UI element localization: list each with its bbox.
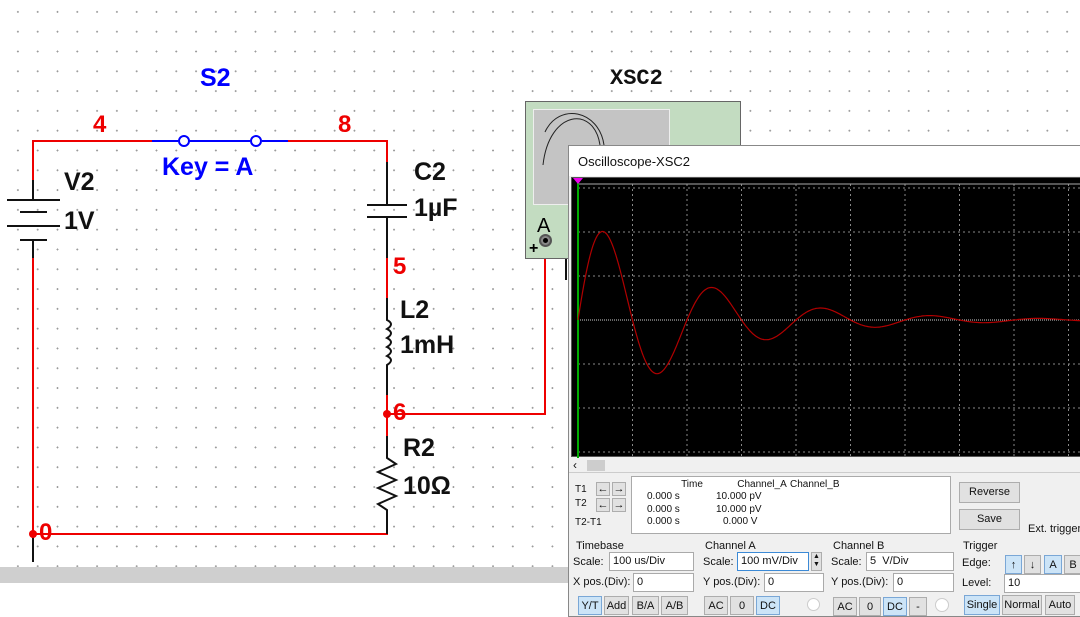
mode-add-button[interactable]: Add xyxy=(604,596,629,615)
channel-b-minus-button[interactable]: - xyxy=(909,597,927,616)
edge-rising-button[interactable]: ↑ xyxy=(1005,555,1022,574)
t2-left-button[interactable]: ← xyxy=(596,498,610,512)
node-8: 8 xyxy=(338,111,352,138)
channel-b-scale-input[interactable]: 5 V/Div xyxy=(866,552,954,571)
scope-symbol-curve xyxy=(542,113,605,166)
t2-time: 0.000 s xyxy=(647,504,680,515)
circuit-wires xyxy=(7,135,567,562)
channel-a-scale-input[interactable]: 100 mV/Div xyxy=(737,552,809,571)
scroll-thumb[interactable] xyxy=(587,460,605,471)
switch-name: S2 xyxy=(200,64,231,92)
probe-a-label: A xyxy=(537,215,551,237)
ext-trigger-label: Ext. trigger xyxy=(1028,523,1080,535)
channel-b-ac-button[interactable]: AC xyxy=(833,597,857,616)
channel-a-scale-spinner[interactable]: ▲▼ xyxy=(811,552,822,571)
capacitor-name: C2 xyxy=(414,158,446,186)
inductor-value: 1mH xyxy=(400,331,455,359)
t1-label: T1 xyxy=(575,484,587,495)
trigger-level-input[interactable]: 10 xyxy=(1004,574,1080,593)
t2-t1-time: 0.000 s xyxy=(647,516,680,527)
header-channel-a: Channel_A xyxy=(737,479,787,490)
switch-key: Key = A xyxy=(162,153,254,181)
source-value: 1V xyxy=(64,207,95,235)
t2-channel-a: 10.000 pV xyxy=(716,504,762,515)
node-5: 5 xyxy=(393,253,407,280)
resistor-value: 10Ω xyxy=(403,472,451,500)
timebase-title: Timebase xyxy=(576,540,624,552)
channel-b-color-indicator xyxy=(935,598,949,612)
channel-a-scale-label: Scale: xyxy=(703,556,734,568)
node-0: 0 xyxy=(39,519,53,546)
scope-grid-and-trace xyxy=(573,178,1080,458)
instrument-name: XSC2 xyxy=(610,66,663,91)
channel-a-dc-button[interactable]: DC xyxy=(756,596,780,615)
node-4: 4 xyxy=(93,111,107,138)
source-name: V2 xyxy=(64,168,95,196)
t2-right-button[interactable]: → xyxy=(612,498,626,512)
xpos-input[interactable]: 0 xyxy=(633,573,694,592)
window-title[interactable]: Oscilloscope-XSC2 xyxy=(569,146,1080,176)
scope-scrollbar[interactable]: ‹ xyxy=(569,458,1080,473)
level-label: Level: xyxy=(962,577,992,589)
mode-ba-button[interactable]: B/A xyxy=(632,596,659,615)
capacitor-value: 1µF xyxy=(414,194,458,222)
save-button[interactable]: Save xyxy=(959,509,1020,530)
edge-falling-button[interactable]: ↓ xyxy=(1024,555,1041,574)
t1-channel-a: 10.000 pV xyxy=(716,491,762,502)
trigger-source-a-button[interactable]: A xyxy=(1044,555,1062,574)
channel-a-title: Channel A xyxy=(705,540,756,552)
timebase-scale-label: Scale: xyxy=(573,556,604,568)
mode-yt-button[interactable]: Y/T xyxy=(578,596,602,615)
t2-t1-label: T2-T1 xyxy=(575,517,602,528)
t1-time: 0.000 s xyxy=(647,491,680,502)
xpos-label: X pos.(Div): xyxy=(573,576,631,588)
header-channel-b: Channel_B xyxy=(790,479,840,490)
trigger-auto-button[interactable]: Auto xyxy=(1045,595,1075,615)
channel-a-zero-button[interactable]: 0 xyxy=(730,596,754,615)
timebase-scale-input[interactable]: 100 us/Div xyxy=(609,552,694,571)
canvas-horizontal-scrollbar[interactable] xyxy=(0,567,568,583)
channel-a-ypos-input[interactable]: 0 xyxy=(764,573,824,592)
node-6: 6 xyxy=(393,399,407,426)
channel-b-zero-button[interactable]: 0 xyxy=(859,597,881,616)
edge-label: Edge: xyxy=(962,557,991,569)
channel-a-trace xyxy=(577,230,1080,375)
t1-left-button[interactable]: ← xyxy=(596,482,610,496)
trigger-source-b-button[interactable]: B xyxy=(1064,555,1080,574)
scroll-left-arrow[interactable]: ‹ xyxy=(573,458,577,472)
channel-a-color-indicator xyxy=(807,598,820,611)
header-time: Time xyxy=(681,479,703,490)
channel-b-ypos-input[interactable]: 0 xyxy=(893,573,954,592)
mode-ab-button[interactable]: A/B xyxy=(661,596,688,615)
t2-label: T2 xyxy=(575,498,587,509)
resistor-name: R2 xyxy=(403,434,435,462)
reverse-button[interactable]: Reverse xyxy=(959,482,1020,503)
cursor-readout-table: Time Channel_A Channel_B 0.000 s 10.000 … xyxy=(631,476,951,534)
trigger-single-button[interactable]: Single xyxy=(964,595,1000,615)
trigger-title: Trigger xyxy=(963,540,998,552)
channel-b-ypos-label: Y pos.(Div): xyxy=(831,576,889,588)
channel-b-title: Channel B xyxy=(833,540,885,552)
channel-b-dc-button[interactable]: DC xyxy=(883,597,907,616)
oscilloscope-window: Oscilloscope-XSC2 ‹ T1 T2 T2-T1 ← → ← → … xyxy=(568,145,1080,617)
channel-a-ypos-label: Y pos.(Div): xyxy=(703,576,761,588)
inductor-name: L2 xyxy=(400,296,430,324)
t2-t1-channel-a: 0.000 V xyxy=(723,516,758,527)
t1-right-button[interactable]: → xyxy=(612,482,626,496)
channel-b-scale-label: Scale: xyxy=(831,556,862,568)
channel-a-ac-button[interactable]: AC xyxy=(704,596,728,615)
trigger-normal-button[interactable]: Normal xyxy=(1002,595,1042,615)
probe-plus-label: + xyxy=(529,240,539,257)
probe-a-terminal[interactable] xyxy=(539,234,552,247)
cursor-marker xyxy=(573,178,583,184)
scope-display xyxy=(571,177,1080,458)
